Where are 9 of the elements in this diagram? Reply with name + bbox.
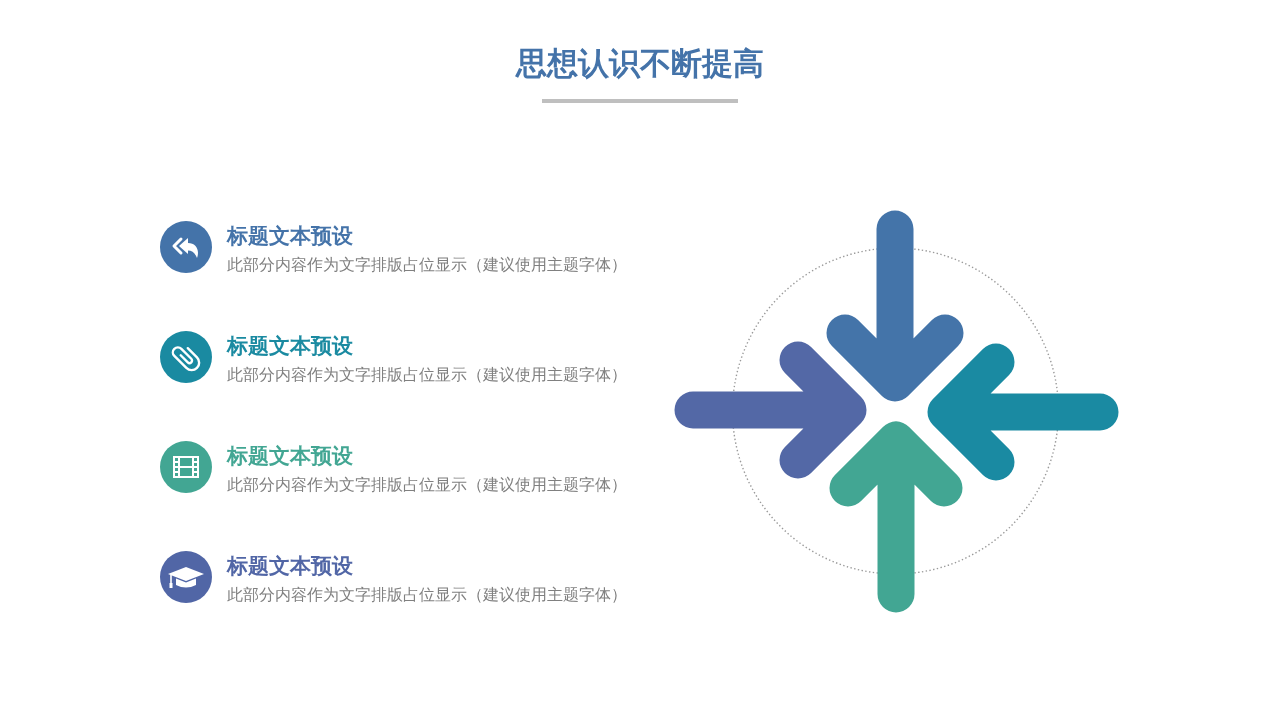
item-heading: 标题文本预设 <box>227 444 353 468</box>
item-description: 此部分内容作为文字排版占位显示（建议使用主题字体） <box>227 475 627 495</box>
item-heading: 标题文本预设 <box>227 334 353 358</box>
item-heading: 标题文本预设 <box>227 554 353 578</box>
slide-title: 思想认识不断提高 <box>516 44 764 82</box>
item-heading: 标题文本预设 <box>227 224 353 248</box>
item-description: 此部分内容作为文字排版占位显示（建议使用主题字体） <box>227 365 627 385</box>
item-description: 此部分内容作为文字排版占位显示（建议使用主题字体） <box>227 255 627 275</box>
item-description: 此部分内容作为文字排版占位显示（建议使用主题字体） <box>227 585 627 605</box>
